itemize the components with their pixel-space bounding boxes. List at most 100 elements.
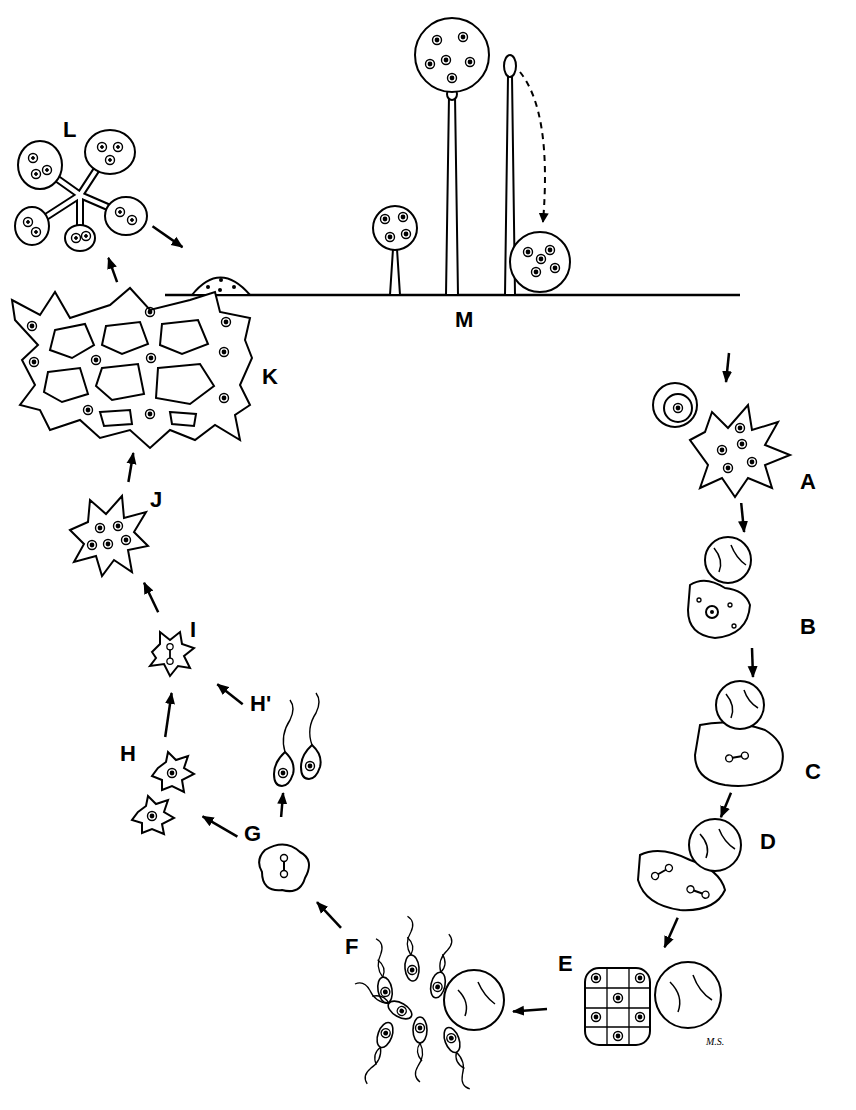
stage-box: C [680,680,830,790]
flagellated-cells-part [283,700,293,752]
stage-box: B [670,535,830,645]
swarm-cells-part [441,1025,476,1091]
plasmodium-network-part [156,364,214,404]
germinating-spore [653,383,790,497]
fruiting-bodies-part [426,60,435,69]
dividing-myxamoeba-part [281,855,288,878]
cleaved-protoplast-part [592,974,601,983]
sporangium-formation-part [32,228,41,237]
fruiting-bodies-part [402,230,411,239]
plasmodium-network-part [12,288,252,448]
fruiting-bodies-part [390,249,400,295]
flagellated-cells-part [279,769,288,778]
young-plasmodium-part [104,540,113,549]
stage-letter: F [345,935,358,959]
cycle-arrow [721,793,731,817]
nuclear-division-part [716,681,764,729]
germinating-spore-part [738,440,747,449]
sporangium-formation-part [128,216,137,225]
myxamoebae [132,752,194,834]
signature: M.S. [706,1036,724,1048]
stage-letter: H' [250,692,271,716]
fruiting-bodies-part [415,18,489,92]
sporangium-formation-part [114,143,123,152]
swarm-cells-part [428,933,455,999]
stage-letter: H [120,742,136,766]
flagellated-cells-part [274,752,294,786]
flagellated-cells [274,693,321,786]
cycle-arrow [203,816,238,836]
second-division-part [686,885,710,899]
fruiting-bodies-part [381,215,390,224]
second-division-part [700,829,735,858]
stage-box: G [240,820,315,900]
plasmodium-network-part [96,364,144,400]
cycle-arrow [513,1009,547,1011]
sporangium-formation [15,130,147,251]
stage-box: A [640,385,830,500]
nuclear-division-part [725,752,749,763]
cycle-arrow [281,793,283,817]
stage-letter: E [558,952,573,976]
fruiting-bodies-part [466,58,475,67]
sporangium-formation-part [18,141,62,189]
stage-letter: J [150,488,162,512]
swarm-cell-emerging-part [710,610,714,614]
stage-letter: D [760,830,776,854]
stage-letter: L [63,118,76,142]
sporangium-formation-part [29,154,38,163]
fruiting-bodies-part [504,55,516,77]
sporangium-formation-part [98,143,107,152]
fruiting-bodies-part [459,33,468,42]
stage-box: D [615,820,785,915]
fruiting-bodies-part [520,72,545,222]
flagellated-cells-part [310,693,319,745]
germinating-spore-part [736,424,745,433]
fruiting-bodies-part [386,233,395,242]
swarm-cells-part [413,1017,427,1082]
sporangium-formation-part [85,130,135,174]
plasmodium-network-part [100,410,132,426]
cleaved-protoplast-part [614,994,623,1003]
stage-letter: M [455,308,473,332]
plasmodium-network-part [220,394,229,403]
plasmodium-network-part [102,322,148,354]
stage-box: M [185,12,740,350]
fusing-cell [150,632,194,676]
cycle-arrow [128,453,133,482]
cycle-arrow [108,258,117,282]
fruiting-bodies-part [448,74,457,83]
nuclear-division-part [726,690,758,718]
flagellated-cells-part [301,745,321,779]
fruiting-bodies-part [551,264,560,273]
swarm-cells-part [369,938,394,1004]
fusing-cell-part [167,644,173,665]
fruiting-bodies [165,18,740,295]
cleaved-protoplast-part [670,975,712,1012]
plasmodium-network-part [220,348,229,357]
plasmodium-network-part [92,356,101,365]
young-plasmodium [70,496,148,576]
germinating-spore-part [690,405,790,497]
myxamoebae-part [132,796,174,834]
cycle-arrow [665,918,678,948]
nuclear-division-part [695,722,783,786]
swarm-cells-part [458,982,495,1016]
cycle-arrow [144,583,158,613]
nuclear-division [695,681,783,786]
cleaved-protoplast-part [592,1013,601,1022]
second-division-part [689,819,741,871]
germinating-spore-part [674,404,683,413]
myxamoebae-part [152,752,194,792]
cycle-arrow [217,684,242,704]
plasmodium-network-part [84,406,93,415]
sporangium-formation-part [32,170,41,179]
fruiting-bodies-part [510,232,570,292]
cycle-arrow [153,226,183,247]
swarm-cell-emerging-part [714,545,746,572]
fruiting-bodies-part [433,36,442,45]
fruiting-bodies-part [446,96,458,295]
swarm-cell-emerging-part [732,624,736,628]
dividing-myxamoeba [259,844,309,891]
